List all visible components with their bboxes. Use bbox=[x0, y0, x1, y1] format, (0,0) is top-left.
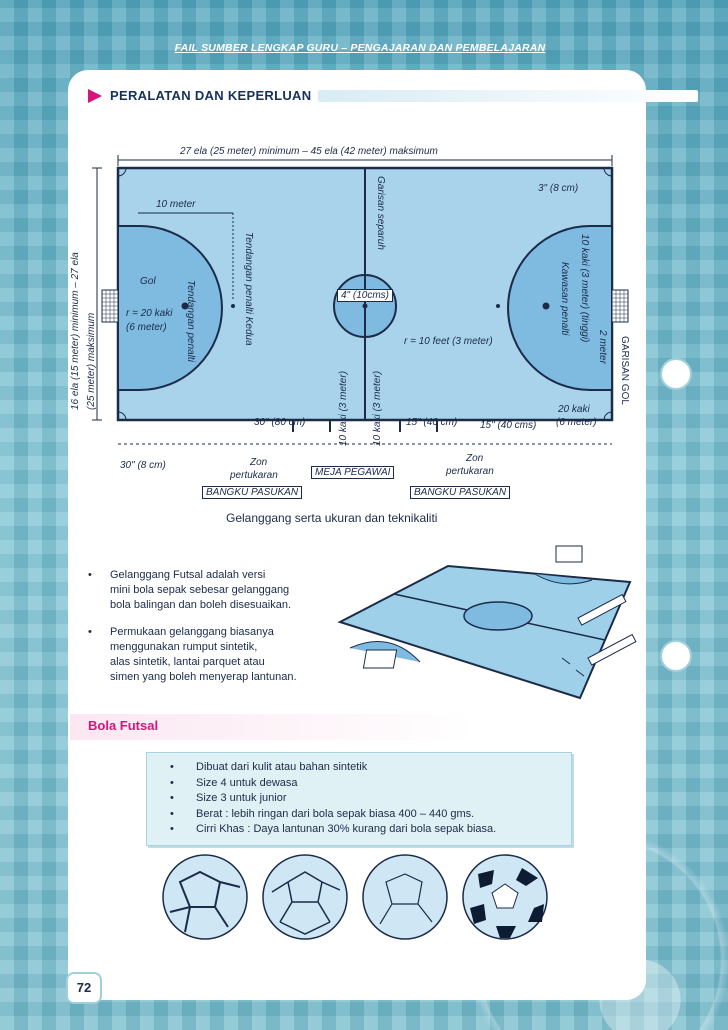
zon-left-label-1: Zon bbox=[250, 457, 268, 468]
gol-label: Gol bbox=[140, 276, 156, 287]
fifteen-label-1: 15" (40 cm) bbox=[406, 417, 458, 428]
thirty-inch-8cm-label: 30" (8 cm) bbox=[120, 460, 166, 471]
goal-dim-label: 10 kaki (3 meter) (tinggi) bbox=[579, 234, 590, 343]
list-item: • Permukaan gelanggang biasanya mengguna… bbox=[88, 626, 297, 683]
width-label-1: 16 ela (15 meter) minimum – 27 ela bbox=[70, 252, 81, 410]
kawasan-penalti-label: Kawasan penalti bbox=[559, 262, 570, 336]
width-label-2: (25 meter) maksimum bbox=[86, 312, 97, 410]
garisan-separuh-label: Garisan separuh bbox=[375, 176, 386, 250]
radius-10-label: r = 10 feet (3 meter) bbox=[404, 336, 493, 347]
ball-2 bbox=[262, 854, 348, 940]
twenty-kaki-label-2: (6 meter) bbox=[556, 417, 597, 428]
radius-20-label-2: (6 meter) bbox=[126, 322, 167, 333]
section-title: PERALATAN DAN KEPERLUAN bbox=[110, 88, 312, 103]
bangku-right-label: BANGKU PASUKAN bbox=[410, 486, 511, 499]
bangku-left-label: BANGKU PASUKAN bbox=[202, 486, 303, 499]
length-label: 27 ela (25 meter) minimum – 45 ela (42 m… bbox=[180, 146, 438, 157]
bola-list: •Dibuat dari kulit atau bahan sintetik •… bbox=[170, 760, 496, 838]
ball-4 bbox=[462, 854, 548, 940]
bola-title: Bola Futsal bbox=[88, 718, 159, 733]
bullet-2-line-3: alas sintetik, lantai parquet atau bbox=[110, 656, 265, 668]
bullet-1-line-1: Gelanggang Futsal adalah versi bbox=[110, 569, 266, 581]
section-heading: PERALATAN DAN KEPERLUAN bbox=[88, 86, 698, 106]
list-item: •Size 3 untuk junior bbox=[170, 791, 496, 807]
futsal-balls-image bbox=[162, 854, 548, 940]
bola-heading-strip bbox=[70, 714, 646, 740]
list-item: • Gelanggang Futsal adalah versi mini bo… bbox=[88, 569, 292, 611]
list-item: •Dibuat dari kulit atau bahan sintetik bbox=[170, 760, 496, 776]
ball-3 bbox=[362, 854, 448, 940]
decorative-circle bbox=[660, 358, 692, 390]
bola-item-3: Size 3 untuk junior bbox=[196, 792, 287, 804]
centre-spot-label: 4" (10cms) bbox=[337, 289, 394, 302]
page-number: 72 bbox=[66, 972, 102, 1004]
twenty-kaki-label-1: 20 kaki bbox=[558, 404, 590, 415]
radius-20-label-1: r = 20 kaki bbox=[126, 308, 173, 319]
heading-bar bbox=[318, 90, 698, 102]
penalti-kedua-label: Tendangan penalti Kedua bbox=[243, 232, 254, 346]
bullet-2-line-4: simen yang boleh menyerap lantunan. bbox=[110, 671, 297, 683]
zon-left-label-2: pertukaran bbox=[230, 470, 278, 481]
corner-label: 3" (8 cm) bbox=[538, 183, 579, 194]
bullet-2-line-1: Permukaan gelanggang biasanya bbox=[110, 626, 274, 638]
bullet-1-line-3: bola balingan dan boleh disesuaikan. bbox=[110, 599, 292, 611]
ten-kaki-label-2: 10 kaki (3 meter) bbox=[372, 370, 383, 446]
decorative-circle bbox=[660, 640, 692, 672]
figure-caption: Gelanggang serta ukuran dan teknikaliti bbox=[226, 511, 438, 525]
garisan-gol-label: GARISAN GOL bbox=[619, 336, 630, 405]
ten-kaki-label-1: 10 kaki (3 meter) bbox=[338, 370, 349, 446]
page-header: FAIL SUMBER LENGKAP GURU – PENGAJARAN DA… bbox=[174, 42, 546, 54]
two-meter-label: 2 meter bbox=[597, 330, 608, 364]
list-item: •Cirri Khas : Daya lantunan 30% kurang d… bbox=[170, 822, 496, 838]
zon-right-label-1: Zon bbox=[466, 453, 484, 464]
zon-right-label-2: pertukaran bbox=[446, 466, 494, 477]
bullet-2-line-2: menggunakan rumput sintetik, bbox=[110, 641, 258, 653]
court-perspective-image bbox=[337, 545, 637, 700]
bola-item-2: Size 4 untuk dewasa bbox=[196, 776, 298, 789]
list-item: •Berat : lebih ringan dari bola sepak bi… bbox=[170, 807, 496, 823]
arrow-icon bbox=[88, 89, 102, 103]
ten-meter-label: 10 meter bbox=[156, 199, 196, 210]
bola-item-5: Cirri Khas : Daya lantunan 30% kurang da… bbox=[196, 823, 497, 835]
bola-item-1: Dibuat dari kulit atau bahan sintetik bbox=[196, 761, 368, 773]
penalti-label: Tendangan penalti bbox=[185, 280, 196, 362]
list-item: •Size 4 untuk dewasa bbox=[170, 776, 496, 792]
meja-pegawai-label: MEJA PEGAWAI bbox=[311, 466, 395, 479]
fifteen-label-2: 15" (40 cms) bbox=[480, 420, 537, 431]
bullet-1-line-2: mini bola sepak sebesar gelanggang bbox=[110, 584, 290, 596]
ball-1 bbox=[162, 854, 248, 940]
court-bullets: • Gelanggang Futsal adalah versi mini bo… bbox=[88, 568, 348, 697]
bola-item-4: Berat : lebih ringan dari bola sepak bia… bbox=[196, 807, 475, 820]
bola-info-box bbox=[146, 752, 572, 846]
thirty-inch-label: 30" (80 cm) bbox=[254, 417, 306, 428]
